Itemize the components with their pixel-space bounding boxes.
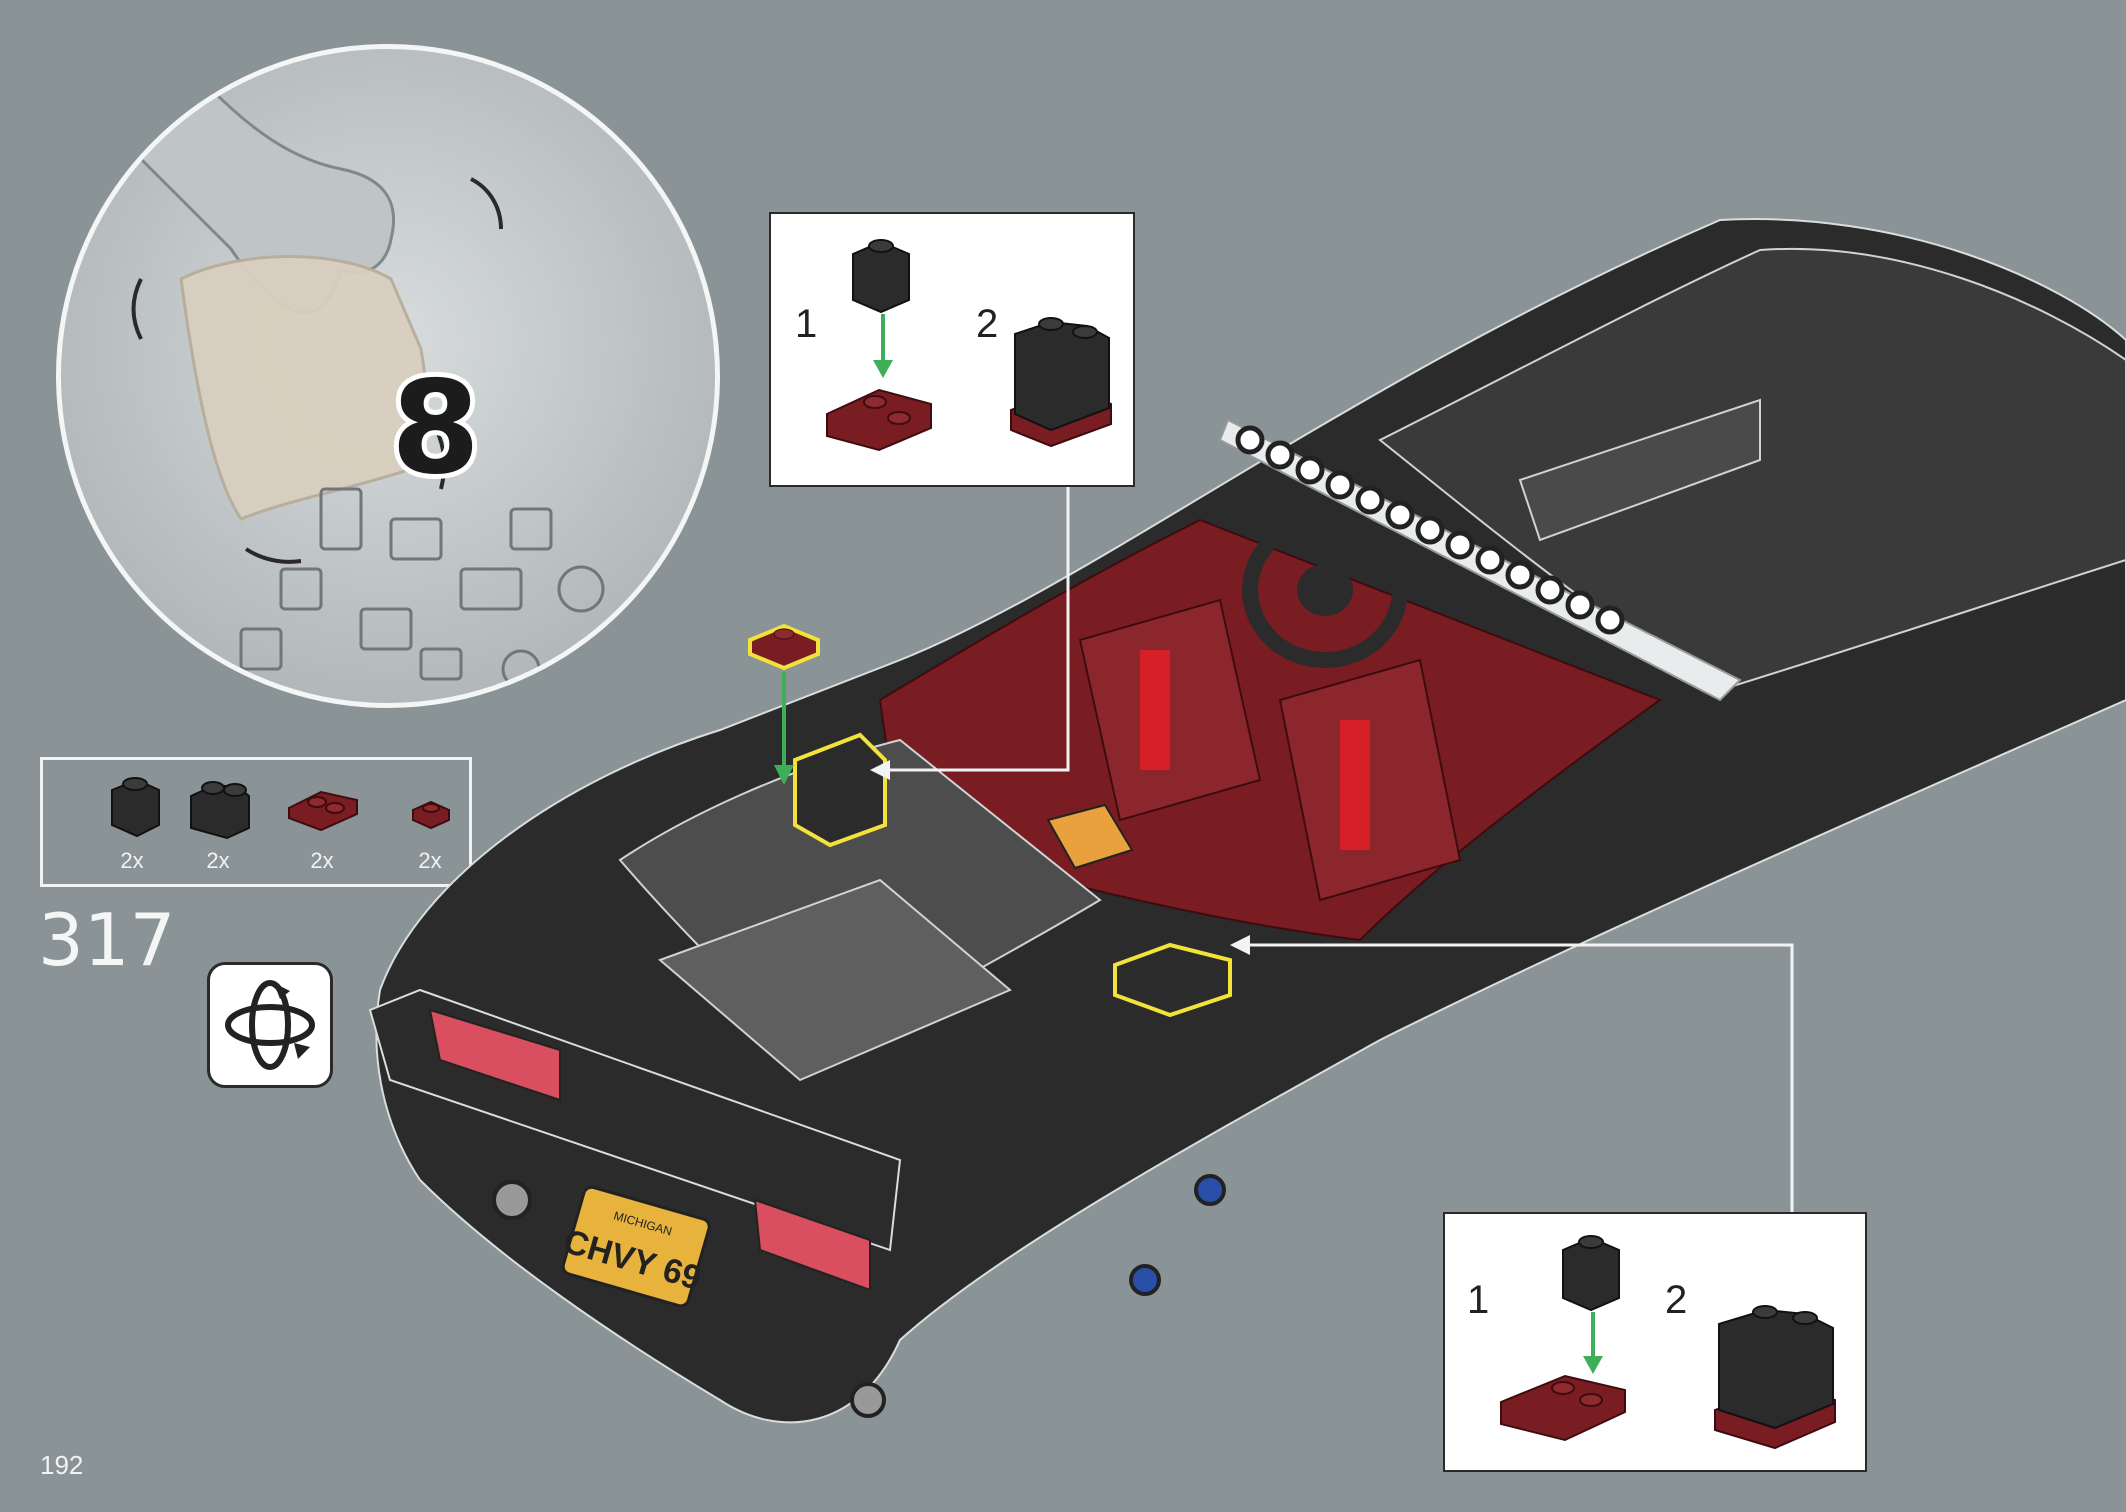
rotate-model-button[interactable] [207,962,333,1088]
callout-substeps-top: 1 2 [769,212,1135,487]
substep-number: 2 [976,302,999,346]
substep-bricks-icon [826,239,1112,452]
substep-number: 2 [1665,1278,1688,1322]
bag-hand-icon [131,87,605,689]
part-item: 2x [385,760,475,884]
substep-number: 1 [1467,1278,1490,1322]
rotate-model-icon [225,980,315,1070]
page-number: 192 [40,1450,84,1480]
bag-opening-illustration: 8 [56,44,720,708]
part-qty: 2x [418,848,442,873]
bag-number: 8 [386,354,485,503]
part-qty: 2x [120,848,144,873]
part-qty: 2x [206,848,230,873]
parts-list: 2x 2x 2x 2x [40,757,472,887]
callout-substeps-bottom: 1 2 [1443,1212,1867,1472]
part-item: 2x [87,760,177,884]
part-qty: 2x [310,848,334,873]
part-item: 2x [277,760,367,884]
substep-number: 1 [795,302,818,346]
dark-red-wedge-plate-icon [288,790,358,832]
dark-red-plate-1x1-icon [412,800,450,830]
step-number: 317 [38,898,176,982]
part-item: 2x [173,760,263,884]
black-brick-1x1-icon [111,777,160,838]
substep-bricks-icon [1500,1235,1836,1450]
black-brick-2x2-round-icon [190,781,250,840]
